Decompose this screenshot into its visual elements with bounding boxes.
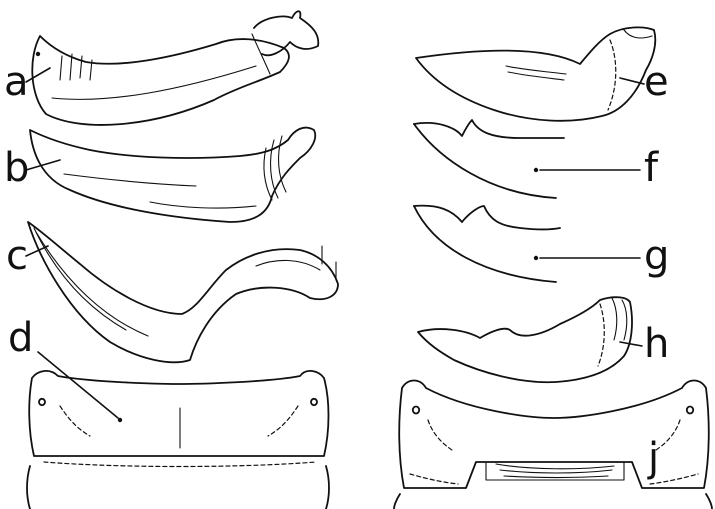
label-f: f (644, 148, 658, 188)
label-a: a (4, 62, 29, 102)
mandible-g (414, 206, 640, 282)
mandible-e (416, 27, 655, 120)
label-e: e (644, 62, 669, 102)
label-c: c (6, 236, 28, 276)
mandible-b (26, 128, 315, 222)
label-g: g (644, 236, 669, 276)
mandible-f (414, 120, 640, 198)
mandible-c (26, 222, 338, 362)
label-b: b (4, 148, 29, 188)
label-d: d (8, 318, 33, 358)
mandible-h (418, 297, 642, 382)
pronotum-j (394, 381, 712, 509)
label-h: h (644, 324, 669, 364)
label-j: j (648, 438, 659, 478)
mandible-a (26, 11, 318, 125)
pronotum-d (27, 352, 329, 509)
